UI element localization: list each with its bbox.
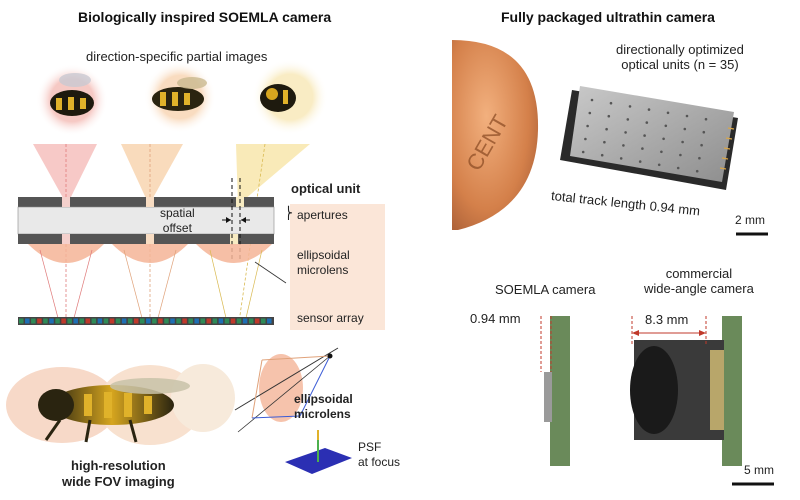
partial-images-label: direction-specific partial images [86,49,268,64]
soemla-pcb [550,316,570,466]
units-label: directionally optimized optical units (n… [616,42,744,72]
scale-bar-bottom-label: 5 mm [744,463,774,477]
optical-units [581,98,708,173]
apertures-label: apertures [297,208,348,222]
right-panel-title: Fully packaged ultrathin camera [501,9,715,25]
partial-image-1 [36,64,108,136]
partial-image-3 [252,59,328,135]
commercial-pcb [722,316,742,466]
ellipsoidal-microlens-inset-label: ellipsoidal microlens [294,392,353,421]
spatial-offset-label: spatial offset [160,206,195,235]
psf-plot [285,430,352,474]
soemla-thickness: 0.94 mm [470,311,521,326]
light-cone-2 [121,144,183,205]
sensor-array-label: sensor array [297,311,364,325]
partial-image-2 [144,61,216,133]
substrate-layer [17,206,275,235]
microlens-2 [112,244,188,263]
optical-unit-array [570,86,734,182]
commercial-camera-label: commercial wide-angle camera [644,266,754,296]
apertures-bracket: ⎬ [284,206,293,220]
psf-label: PSF at focus [358,440,401,469]
microlens-1 [28,244,104,263]
penny-coin [452,40,539,230]
wide-fov-image [6,364,235,445]
commercial-camera-lens [630,346,678,434]
left-panel-title: Biologically inspired SOEMLA camera [78,9,332,25]
optical-unit-label: optical unit [291,181,361,196]
label-box [290,204,385,330]
sensor-array [18,317,274,325]
optical-diagram [6,59,352,474]
scale-bar-top-label: 2 mm [735,213,765,227]
result-label: high-resolution wide FOV imaging [62,458,175,489]
light-cone-3 [236,144,310,205]
microlens-3 [196,244,272,263]
ellipsoidal-lens-inset [234,347,339,433]
soemla-camera-label: SOEMLA camera [495,282,596,297]
ellipsoidal-microlens-label: ellipsoidal microlens [297,248,350,277]
commercial-thickness: 8.3 mm [645,312,689,327]
soemla-camera [544,372,552,422]
camera-photos: CENT [452,40,774,486]
light-cone-1 [33,144,97,205]
